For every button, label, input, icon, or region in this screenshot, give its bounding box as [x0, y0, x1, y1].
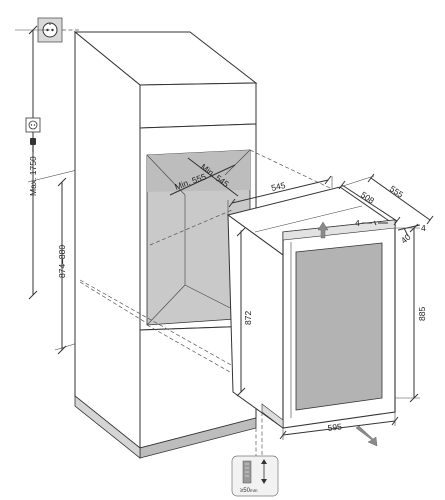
insert-arrow-icon [317, 221, 329, 239]
bottom-width-label: 595 [327, 421, 343, 433]
top-width-label: 545 [270, 180, 286, 193]
power-socket-small-icon [25, 117, 41, 133]
airflow-arrow-icon [355, 425, 378, 447]
max-height-label: Max. 1750 [28, 156, 38, 196]
cabinet-niche [146, 149, 251, 326]
front-offset-label: 4 [355, 218, 360, 228]
bottom-width-dimension-line [282, 420, 396, 436]
wine-cooler-appliance [226, 186, 397, 429]
niche-height-label: 874–880 [57, 245, 67, 278]
side-offset-label: 4 [421, 223, 426, 233]
overall-depth-dimension-line [370, 177, 431, 221]
door-thickness-label: 40 [399, 232, 413, 246]
ventilation-gap-label: ≥50mm [240, 488, 258, 494]
left-height-label: 872 [243, 311, 253, 325]
right-height-label: 885 [417, 307, 427, 321]
door-glass [295, 242, 383, 411]
top-depth-dimension-line [341, 184, 398, 222]
ventilation-icon [231, 455, 279, 497]
power-plug-icon [30, 138, 36, 152]
overall-depth-label: 555 [388, 183, 406, 199]
top-width-dimension-line [231, 179, 329, 204]
